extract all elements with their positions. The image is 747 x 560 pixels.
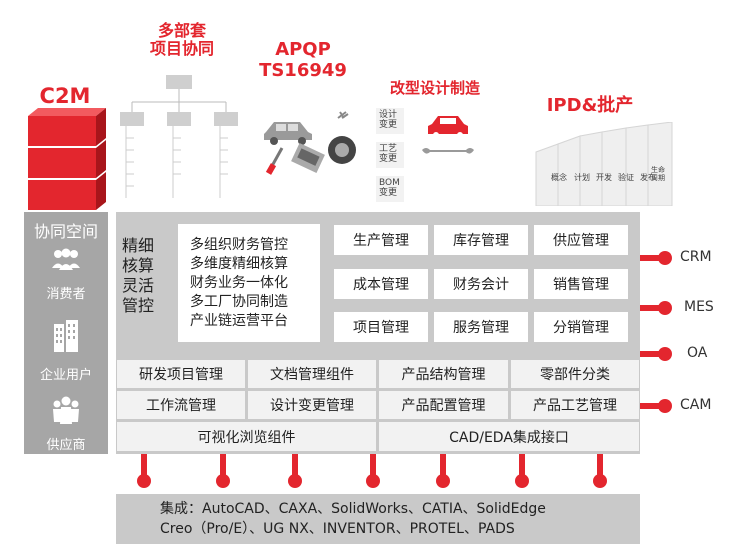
apqp-line1: APQP	[275, 39, 331, 60]
building-icon	[52, 320, 80, 354]
component-document: 文档管理组件	[248, 360, 376, 388]
oa-node	[658, 347, 672, 361]
ipd-stages	[534, 121, 674, 207]
ipd-stage-1: 概念	[551, 173, 567, 182]
consumers-icon	[50, 248, 82, 272]
component-parts-classification: 零部件分类	[511, 360, 639, 388]
collaboration-space-title: 协同空间	[33, 222, 98, 241]
bottom-connector	[220, 454, 226, 476]
component-design-change: 设计变更管理	[248, 391, 376, 419]
component-workflow: 工作流管理	[117, 391, 245, 419]
apqp-line2: TS16949	[259, 59, 347, 81]
doc-label-process-text: 工艺 变更	[379, 144, 398, 164]
cam-connector	[640, 403, 664, 409]
bottom-connector	[597, 454, 603, 476]
bottom-connector	[440, 454, 446, 476]
redesign-title: 改型设计制造	[389, 79, 480, 97]
component-product-config: 产品配置管理	[379, 391, 508, 419]
org-chart-icon	[118, 72, 238, 202]
finance-feature: 多组织财务管控	[190, 237, 288, 253]
car-wrench-icon	[418, 110, 478, 170]
module-inventory: 库存管理	[434, 225, 528, 255]
finance-heading: 精细 核算 灵活 管控	[122, 236, 166, 316]
component-product-structure: 产品结构管理	[379, 360, 508, 388]
doc-label-bom	[376, 176, 404, 202]
cam-node	[658, 399, 672, 413]
doc-label-bom-text: BOM 变更	[379, 178, 400, 198]
bottom-connector	[292, 454, 298, 476]
c2m-title: C2M	[39, 84, 91, 108]
finance-features-list: 多组织财务管控 多维度精细核算 财务业务一体化 多工厂协同制造 产业链运营平台	[190, 236, 318, 331]
ipd-stage-6: 生命 周期	[651, 166, 665, 182]
bottom-connector-node	[593, 474, 607, 488]
bottom-connector-node	[515, 474, 529, 488]
finance-feature: 多工厂协同制造	[190, 294, 288, 310]
oa-connector	[640, 351, 664, 357]
finance-feature: 产业链运营平台	[190, 313, 288, 329]
multi-dept-line1: 多部套	[157, 21, 206, 40]
bottom-connector-node	[366, 474, 380, 488]
bottom-connector-node	[288, 474, 302, 488]
module-cost: 成本管理	[334, 269, 428, 299]
finance-heading-line: 精细	[122, 236, 155, 255]
multi-dept-line2: 项目协同	[149, 39, 214, 59]
finance-heading-line: 核算	[122, 256, 155, 275]
integration-line2: Creo（Pro/E）、UG NX、INVENTOR、PROTEL、PADS	[160, 521, 515, 537]
doc-stack	[376, 108, 404, 208]
ipd-stage-2: 计划	[574, 173, 590, 182]
integration-text: 集成：AutoCAD、CAXA、SolidWorks、CATIA、SolidEd…	[160, 499, 630, 539]
enterprise-users-label: 企业用户	[39, 368, 92, 383]
doc-label-design	[376, 108, 404, 134]
apqp-title: APQP TS16949	[248, 39, 358, 81]
bottom-connector-node	[216, 474, 230, 488]
component-rd-project: 研发项目管理	[117, 360, 245, 388]
module-distribution: 分销管理	[534, 312, 628, 342]
bottom-connector-node	[137, 474, 151, 488]
car-tools-icon	[262, 108, 362, 188]
component-product-process: 产品工艺管理	[511, 391, 639, 419]
bottom-connector	[519, 454, 525, 476]
suppliers-icon	[50, 396, 82, 426]
module-sales: 销售管理	[534, 269, 628, 299]
crm-connector	[640, 255, 664, 261]
crm-node	[658, 251, 672, 265]
system-mes: MES	[684, 299, 714, 315]
finance-features-box	[178, 224, 320, 342]
system-crm: CRM	[680, 249, 712, 265]
doc-label-design-text: 设计 变更	[379, 110, 398, 130]
bottom-connector-node	[436, 474, 450, 488]
module-accounting: 财务会计	[434, 269, 528, 299]
module-supply: 供应管理	[534, 225, 628, 255]
component-visual-browse: 可视化浏览组件	[117, 422, 376, 451]
bottom-connector	[370, 454, 376, 476]
finance-feature: 多维度精细核算	[190, 256, 288, 272]
consumers-label: 消费者	[46, 287, 86, 302]
mes-node	[658, 301, 672, 315]
finance-feature: 财务业务一体化	[190, 275, 288, 291]
multi-dept-title: 多部套 项目协同	[132, 21, 232, 59]
integration-line1: 集成：AutoCAD、CAXA、SolidWorks、CATIA、SolidEd…	[160, 501, 546, 517]
suppliers-label: 供应商	[46, 438, 86, 453]
system-cam: CAM	[680, 397, 712, 413]
system-oa: OA	[687, 345, 708, 361]
ipd-stage-5: 发布	[640, 173, 656, 182]
finance-heading-line: 管控	[122, 296, 155, 315]
finance-heading-line: 灵活	[122, 276, 155, 295]
module-service: 服务管理	[434, 312, 528, 342]
module-production: 生产管理	[334, 225, 428, 255]
component-cad-eda: CAD/EDA集成接口	[379, 422, 639, 451]
c2m-server-stack	[28, 108, 106, 210]
mes-connector	[640, 305, 664, 311]
ipd-stage-4: 验证	[618, 173, 634, 182]
ipd-title: IPD&批产	[546, 95, 634, 116]
doc-label-process	[376, 142, 404, 168]
ipd-stage-3: 开发	[596, 173, 612, 182]
integration-bar	[116, 494, 640, 544]
module-project: 项目管理	[334, 312, 428, 342]
bottom-connector	[141, 454, 147, 476]
